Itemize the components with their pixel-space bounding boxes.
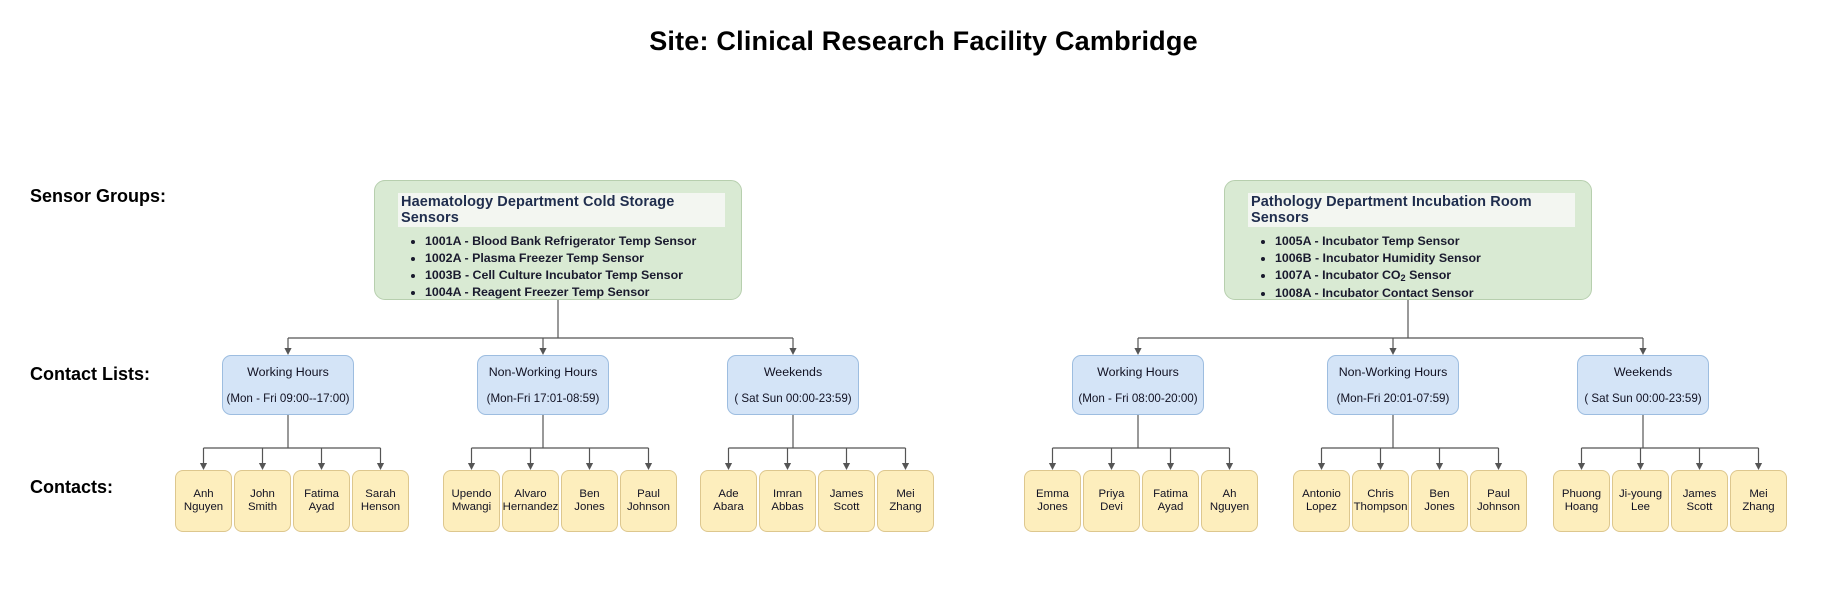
contact-list-window: ( Sat Sun 00:00-23:59) [1584,392,1702,405]
contact-name: Sarah Henson [360,487,401,513]
contact-name: Emma Jones [1036,487,1069,513]
contact-box[interactable]: Chris Thompson [1352,470,1409,532]
sensor-list-item: 1006B - Incubator Humidity Sensor [1275,251,1575,266]
contact-name: Ade Abara [713,487,744,513]
contact-list-box[interactable]: Non-Working Hours (Mon-Fri 20:01-07:59) [1327,355,1459,415]
contact-box[interactable]: Phuong Hoang [1553,470,1610,532]
sensor-group-box-pathology[interactable]: Pathology Department Incubation Room Sen… [1224,180,1592,300]
sensor-list-item: 1008A - Incubator Contact Sensor [1275,286,1575,301]
contact-list-name: Non-Working Hours [1338,365,1448,379]
contact-list-name: Working Hours [247,365,329,379]
contact-box[interactable]: Paul Johnson [620,470,677,532]
contact-name: Ji-young Lee [1618,487,1663,513]
sensor-list-item: 1003B - Cell Culture Incubator Temp Sens… [425,268,725,283]
contact-box[interactable]: Anh Nguyen [175,470,232,532]
contact-name: James Scott [1682,487,1717,513]
contact-box[interactable]: Emma Jones [1024,470,1081,532]
sensor-list-item: 1004A - Reagent Freezer Temp Sensor [425,285,725,300]
contact-box[interactable]: John Smith [234,470,291,532]
sensor-group-title: Pathology Department Incubation Room Sen… [1248,193,1575,227]
contact-box[interactable]: Mei Zhang [877,470,934,532]
contact-name: Ah Nguyen [1209,487,1250,513]
contact-name: Paul Johnson [626,487,671,513]
contact-box[interactable]: Fatima Ayad [1142,470,1199,532]
contact-name: Chris Thompson [1353,487,1408,513]
contact-list-window: (Mon-Fri 20:01-07:59) [1336,392,1450,405]
contact-list-window: (Mon - Fri 09:00--17:00) [226,392,350,405]
contact-list-window: ( Sat Sun 00:00-23:59) [734,392,852,405]
contact-box[interactable]: Upendo Mwangi [443,470,500,532]
contact-name: Paul Johnson [1476,487,1521,513]
contact-list-box[interactable]: Working Hours (Mon - Fri 08:00-20:00) [1072,355,1204,415]
contact-box[interactable]: Fatima Ayad [293,470,350,532]
contact-name: Ben Jones [1424,487,1455,513]
row-label-contact-lists: Contact Lists: [30,364,151,384]
contact-name: Fatima Ayad [1153,487,1188,513]
contact-list-box[interactable]: Weekends ( Sat Sun 00:00-23:59) [727,355,859,415]
contact-name: Phuong Hoang [1561,487,1602,513]
row-label-sensor-groups: Sensor Groups: [30,186,167,206]
contact-box[interactable]: Mei Zhang [1730,470,1787,532]
contact-box[interactable]: James Scott [818,470,875,532]
contact-list-window: (Mon - Fri 08:00-20:00) [1078,392,1198,405]
contact-list-name: Weekends [1613,365,1673,379]
contact-name: Alvaro Hernandez [502,487,559,513]
contact-name: James Scott [829,487,864,513]
contact-box[interactable]: Antonio Lopez [1293,470,1350,532]
contact-box[interactable]: Sarah Henson [352,470,409,532]
contact-name: Imran Abbas [771,487,804,513]
contact-name: Ben Jones [574,487,605,513]
sensor-list: 1001A - Blood Bank Refrigerator Temp Sen… [391,234,725,300]
sensor-list: 1005A - Incubator Temp Sensor 1006B - Inc… [1241,234,1575,301]
contact-box[interactable]: Ji-young Lee [1612,470,1669,532]
contact-box[interactable]: Paul Johnson [1470,470,1527,532]
contact-list-box[interactable]: Weekends ( Sat Sun 00:00-23:59) [1577,355,1709,415]
contact-list-window: (Mon-Fri 17:01-08:59) [486,392,600,405]
contact-name: Mei Zhang [889,487,922,513]
contact-name: Fatima Ayad [304,487,339,513]
contact-box[interactable]: Ben Jones [561,470,618,532]
contact-box[interactable]: Ade Abara [700,470,757,532]
contact-list-name: Working Hours [1097,365,1179,379]
contact-box[interactable]: Ben Jones [1411,470,1468,532]
contact-name: Antonio Lopez [1302,487,1341,513]
page-title: Site: Clinical Research Facility Cambrid… [649,26,1198,56]
contact-box[interactable]: Alvaro Hernandez [502,470,559,532]
contact-box[interactable]: Priya Devi [1083,470,1140,532]
sensor-group-box-haematology[interactable]: Haematology Department Cold Storage Sens… [374,180,742,300]
sensor-list-item: 1007A - Incubator CO2 Sensor [1275,268,1575,284]
contact-list-name: Non-Working Hours [488,365,598,379]
contact-name: Mei Zhang [1742,487,1775,513]
contact-name: Upendo Mwangi [451,487,492,513]
contact-list-box[interactable]: Working Hours (Mon - Fri 09:00--17:00) [222,355,354,415]
contact-list-name: Weekends [763,365,823,379]
sensor-list-item: 1001A - Blood Bank Refrigerator Temp Sen… [425,234,725,249]
sensor-group-title: Haematology Department Cold Storage Sens… [398,193,725,227]
contact-name: Priya Devi [1098,487,1125,513]
contact-box[interactable]: James Scott [1671,470,1728,532]
contact-name: Anh Nguyen [183,487,224,513]
contact-box[interactable]: Ah Nguyen [1201,470,1258,532]
contact-list-box[interactable]: Non-Working Hours (Mon-Fri 17:01-08:59) [477,355,609,415]
contact-name: John Smith [247,487,278,513]
sensor-list-item: 1005A - Incubator Temp Sensor [1275,234,1575,249]
sensor-list-item: 1002A - Plasma Freezer Temp Sensor [425,251,725,266]
contact-box[interactable]: Imran Abbas [759,470,816,532]
row-label-contacts: Contacts: [30,477,114,497]
